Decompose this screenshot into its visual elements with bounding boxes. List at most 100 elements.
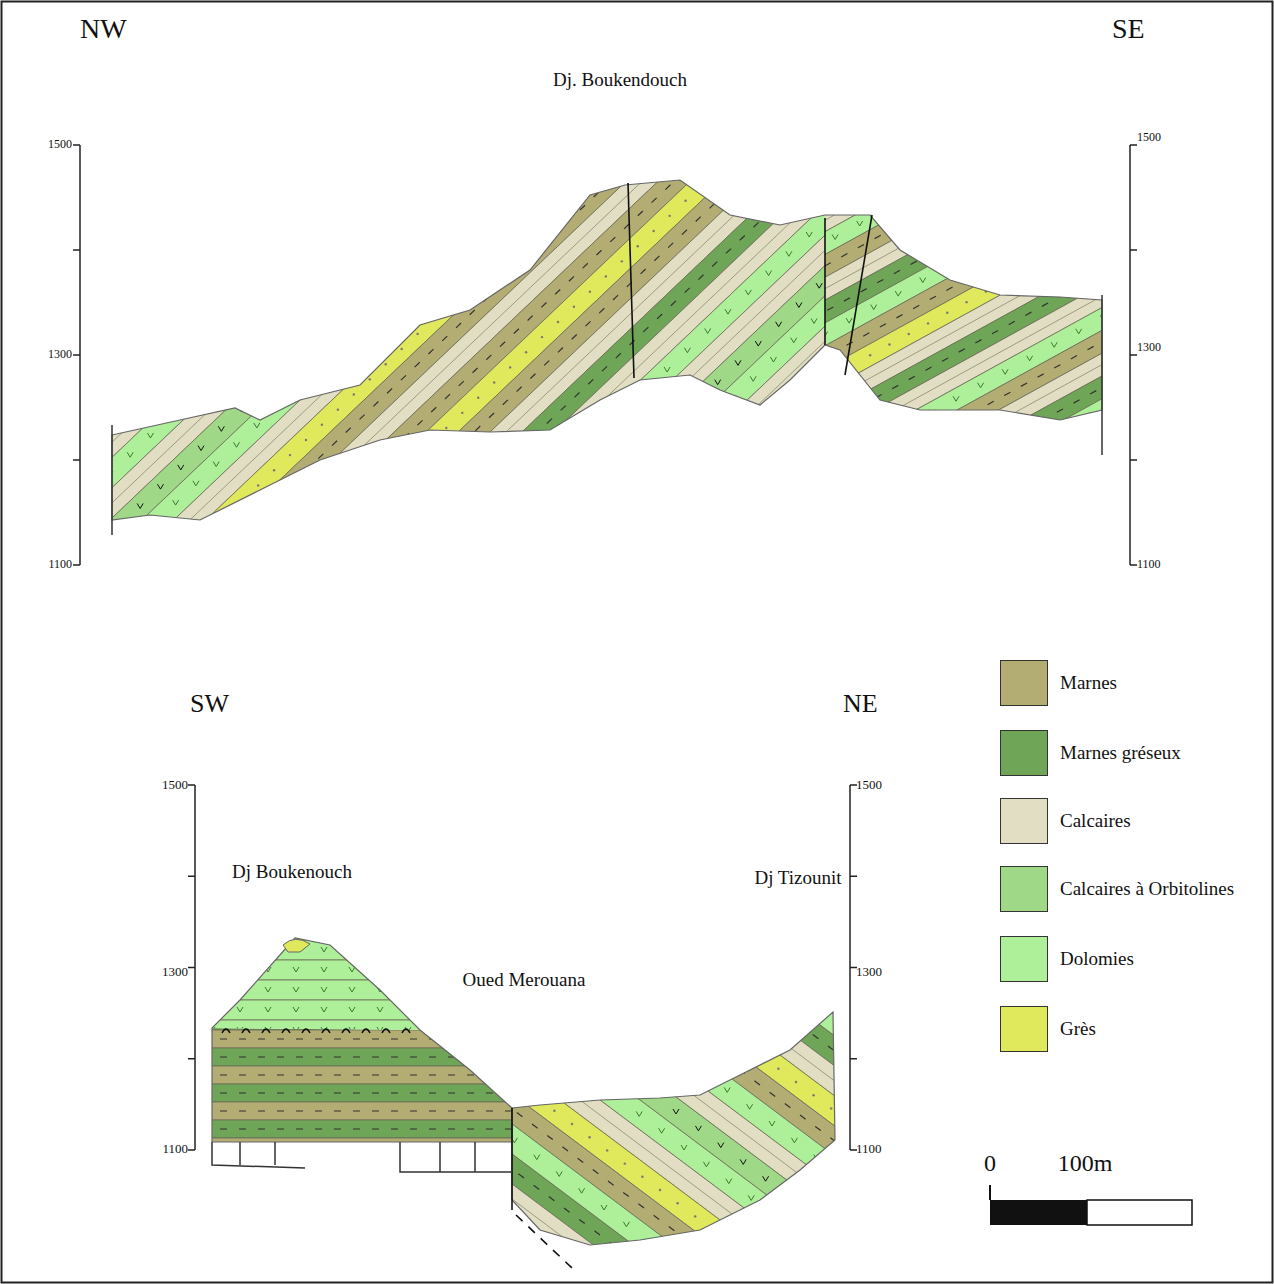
sand-dot (618, 492, 620, 494)
dolomite-mark (558, 134, 564, 139)
dolomite-mark (551, 899, 557, 904)
dolomite-mark (185, 453, 191, 458)
orbitoline-mark (257, 1239, 263, 1244)
dolomite-mark (794, 803, 800, 808)
dolomite-mark (1113, 628, 1119, 633)
orbitoline-mark (916, 1038, 922, 1043)
stratum (123, 0, 1274, 704)
sand-dot (321, 424, 323, 426)
dolomite-mark (26, 549, 32, 554)
sand-dot (517, 662, 519, 664)
sand-dot (1231, 105, 1233, 107)
sand-dot (573, 306, 575, 308)
sand-dot (1216, 120, 1218, 122)
dolomite-mark (485, 882, 491, 887)
sand-dot (561, 752, 563, 754)
sand-dot (509, 366, 511, 368)
dolomite-mark (0, 464, 6, 469)
dolomite-mark (622, 898, 628, 903)
sand-dot (1096, 537, 1098, 539)
dolomite-mark (1170, 736, 1176, 741)
dolomite-mark (222, 878, 228, 883)
dolomite-mark (820, 735, 826, 740)
sand-dot (408, 37, 410, 39)
sand-dot (93, 215, 95, 217)
dolomite-mark (173, 500, 179, 505)
dolomite-mark (507, 608, 513, 613)
orbitoline-mark (1261, 711, 1267, 716)
dolomite-mark (771, 588, 777, 593)
sand-dot (368, 173, 370, 175)
sand-dot (522, 88, 524, 90)
dolomite-mark (213, 462, 219, 467)
sand-dot (42, 385, 44, 387)
orbitoline-mark (979, 129, 985, 134)
sand-dot (445, 1272, 447, 1274)
orbitoline-mark (1039, 71, 1045, 76)
orbitoline-mark (277, 1220, 283, 1225)
sand-dot (1176, 461, 1178, 463)
sand-dot (291, 216, 293, 218)
sand-dot (541, 762, 543, 764)
sand-dot (209, 530, 211, 532)
sand-dot (1104, 226, 1106, 228)
dolomite-mark (730, 396, 736, 401)
dolomite-mark (906, 194, 912, 199)
sand-dot (695, 221, 697, 223)
sand-dot (1081, 922, 1083, 924)
orbitoline-mark (654, 437, 660, 442)
sand-dot (1120, 673, 1122, 675)
dolomite-mark (1072, 787, 1078, 792)
sand-dot (1120, 444, 1122, 446)
stratum (191, 0, 1274, 826)
dolomite-mark (983, 580, 989, 585)
sand-dot (1072, 256, 1074, 258)
dolomite-mark (922, 48, 928, 53)
sand-dot (1235, 381, 1237, 383)
dolomite-mark (1239, 102, 1245, 107)
marl-dashes (0, 0, 524, 350)
sand-dot (1004, 508, 1006, 510)
sand-dot (973, 1078, 975, 1080)
sand-dot (796, 93, 798, 95)
dolomite-mark (594, 9, 600, 14)
sand-dot (716, 169, 718, 171)
orbitoline-mark (1069, 468, 1075, 473)
dolomite-mark (564, 154, 570, 159)
dolomite-mark (194, 585, 200, 590)
dolomite-mark (152, 519, 158, 524)
dolomite-mark (242, 788, 248, 793)
sand-dot (310, 890, 312, 892)
dolomite-mark (1084, 484, 1090, 489)
dolomite-mark (147, 433, 153, 438)
sand-dot (1158, 651, 1160, 653)
stratum (14, 0, 1274, 1203)
sand-dot (522, 545, 524, 547)
sand-dot (1048, 582, 1050, 584)
orbitoline-mark (0, 638, 1, 643)
sand-dot (668, 215, 670, 217)
dolomite-mark (35, 965, 41, 970)
stratum (306, 152, 1274, 1037)
dolomite-mark (1186, 588, 1192, 593)
dolomite-mark (920, 278, 926, 283)
orbitoline-mark (918, 187, 924, 192)
dolomite-mark (603, 425, 609, 430)
sand-dot (1064, 567, 1066, 569)
sand-dot (561, 524, 563, 526)
dolomite-mark (603, 224, 609, 229)
sand-dot (193, 545, 195, 547)
dolomite-mark (132, 539, 138, 544)
sand-dot (1236, 525, 1238, 527)
sand-dot (715, 211, 717, 213)
sand-dot (853, 889, 855, 891)
sand-dot (822, 919, 824, 921)
stratum (0, 0, 1153, 1012)
dolomite-mark (723, 386, 729, 391)
dolomite-mark (487, 653, 493, 658)
dolomite-mark (515, 181, 521, 186)
dolomite-mark (124, 167, 130, 172)
dolomite-mark (893, 520, 899, 525)
sand-dot (1260, 806, 1262, 808)
dolomite-mark (455, 305, 461, 310)
